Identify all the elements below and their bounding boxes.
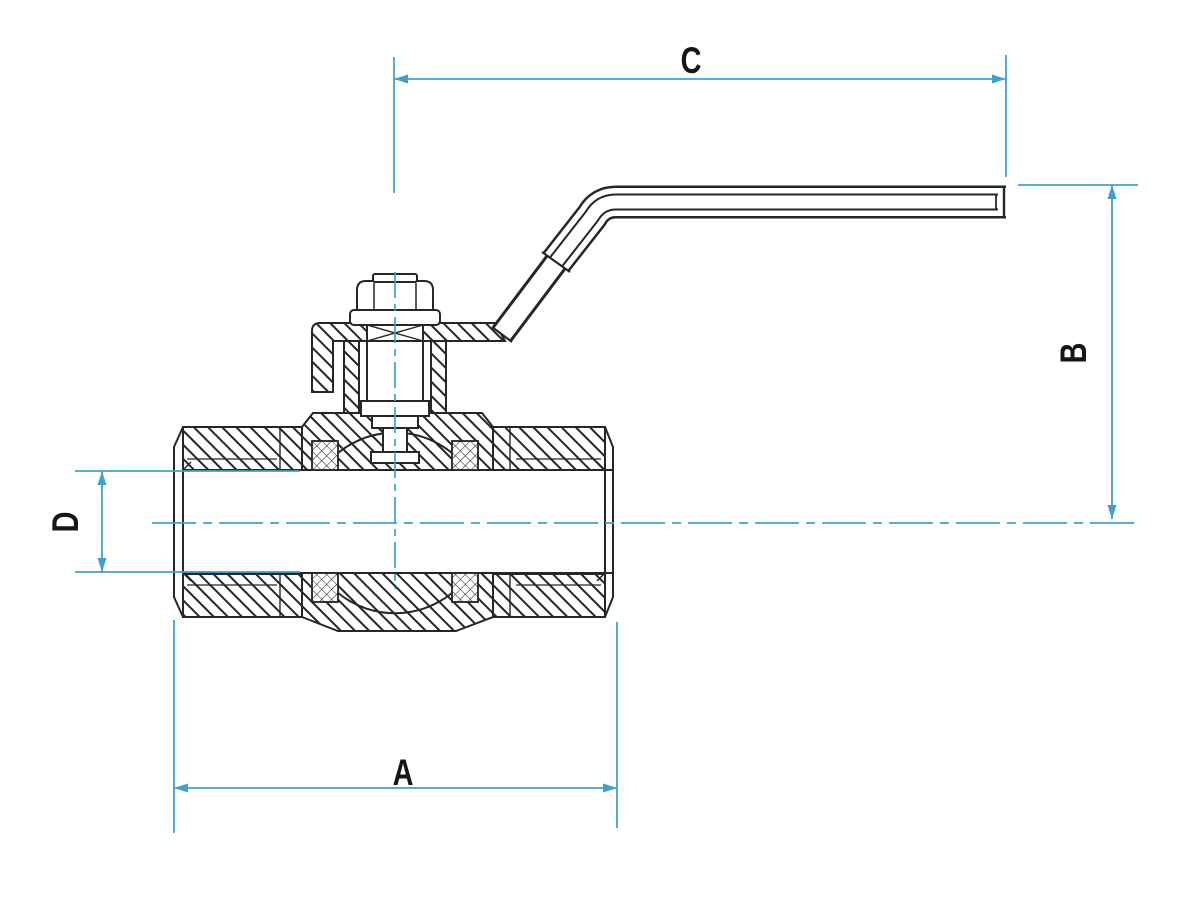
left-end-face xyxy=(173,426,184,618)
centerlines xyxy=(152,272,1136,589)
dim-d-arrow-bottom xyxy=(97,558,107,572)
dimension-a xyxy=(173,620,618,833)
dimensions xyxy=(75,55,1138,833)
valve-body xyxy=(173,273,614,632)
dimension-labels: C B D A xyxy=(46,41,1095,794)
right-port xyxy=(492,426,614,618)
dimension-b xyxy=(1018,184,1138,519)
handle-grip xyxy=(541,185,1006,273)
neck-wall-left xyxy=(343,340,360,414)
dimension-c xyxy=(393,55,1007,193)
dim-label-c: C xyxy=(681,41,702,82)
dim-b-arrow-bottom xyxy=(1107,505,1117,519)
dim-c-arrow-right xyxy=(992,74,1006,84)
dim-c-arrow-left xyxy=(394,74,408,84)
seat-top-left xyxy=(311,440,339,471)
dim-b-arrow-top xyxy=(1107,185,1117,199)
dim-label-d: D xyxy=(46,512,87,533)
dim-label-b: B xyxy=(1054,343,1095,364)
dim-d-arrow-top xyxy=(97,471,107,485)
seat-top-right xyxy=(451,440,479,471)
left-thread-top xyxy=(182,426,303,471)
seat-bottom-right xyxy=(451,572,479,603)
right-end-face xyxy=(604,426,614,618)
seats xyxy=(311,440,479,603)
dim-a-arrow-left xyxy=(174,783,188,793)
dim-a-arrow-right xyxy=(603,783,617,793)
dim-label-a: A xyxy=(393,753,414,794)
handle-lever xyxy=(491,185,1006,343)
stem-housing xyxy=(343,340,447,414)
grip-end-edge xyxy=(541,251,571,273)
left-thread-bottom xyxy=(182,573,303,618)
neck-wall-right xyxy=(430,340,447,414)
seat-bottom-left xyxy=(311,572,339,603)
dimension-d xyxy=(75,470,300,573)
